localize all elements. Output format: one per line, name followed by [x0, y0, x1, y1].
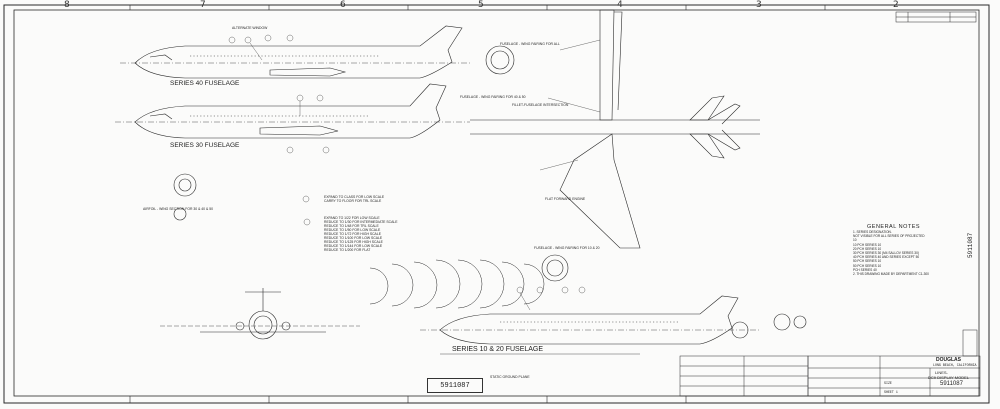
note-line: 1. SERIES DESIGNATION.	[853, 230, 892, 234]
zone-label: 2	[893, 0, 899, 10]
drawing-title-line: LINES-	[935, 370, 948, 375]
fuselage-section-arcs	[369, 259, 545, 309]
note-line: 30 PCH SERIES 30 (M4 SALLOV SERIES 30)	[853, 251, 919, 256]
note-line: 50 PCH SERIES 10	[853, 263, 882, 268]
callout-engine-note-2: CARRY TO FLOOR FOR TRL SCALE	[324, 199, 382, 203]
general-notes-heading: GENERAL NOTES	[867, 224, 921, 230]
drawing-number-titleblock: 5911087	[940, 381, 963, 387]
general-notes: GENERAL NOTES 1. SERIES DESIGNATION. NOT…	[853, 224, 933, 276]
zone-label: 4	[617, 0, 623, 10]
series-10-20-fuselage	[420, 295, 807, 355]
drawing-title-line: DC9 DISPLAY MODEL	[928, 375, 969, 380]
callout-airfoil-note: AIRFOIL - WING SECTION FOR 30 & 40 & 50	[143, 207, 213, 211]
inner-border	[13, 9, 980, 397]
scale-line: REDUCE TO 1/30 FOR INTERMEDIATE SCALE	[324, 220, 398, 224]
note-line: 10	[853, 238, 857, 243]
scale-line: REDUCE TO 1/144 FOR LOW SCALE	[324, 244, 383, 248]
note-line: 2. THIS DRAWING MADE BY DEPARTMENT C1-30…	[853, 272, 929, 277]
company-location: LONG BEACH, CALIFORNIA	[933, 363, 977, 367]
zone-label: 5	[478, 0, 484, 10]
series-30-fuselage	[115, 83, 470, 139]
scale-reduction-list: EXPAND TO 1/22 FOR LOW SCALE REDUCE TO 1…	[324, 216, 397, 252]
note-line: 50 PCH SERIES 10	[853, 259, 882, 264]
series-10-20-title: SERIES 10 & 20 FUSELAGE	[452, 346, 544, 353]
callout-wing-fairing-40: FUSELAGE - WING FAIRING FOR 40 & 50	[460, 95, 526, 99]
drawing-number-stamp: 5911087	[427, 378, 483, 393]
callout-static-ground-plane: STATIC GROUND PLANE	[490, 375, 530, 379]
zone-label: 7	[200, 0, 206, 10]
scale-line: REDUCE TO 1/48 FOR TRL SCALE	[324, 224, 379, 228]
zone-label: 3	[756, 0, 762, 10]
scale-line: REDUCE TO 1/100 FOR LOW SCALE	[324, 236, 383, 240]
callout-engine-note-1: EXPAND TO CLASS FOR LOW SCALE	[324, 195, 385, 199]
note-line: NOT VISIBLE FOR ALL SERIES OF PROJECTED	[853, 234, 925, 239]
note-line: PCH SERIES 40	[853, 267, 877, 272]
note-line: 40 PCH SERIES 40 AND SERIES EXCEPT 50	[853, 255, 920, 260]
callout-leaders	[228, 34, 601, 311]
size-cell: SIZE	[884, 381, 892, 385]
scale-line: REDUCE TO 1/200 FOR FLAT	[324, 248, 371, 252]
series-40-fuselage	[120, 25, 470, 79]
company-name: DOUGLAS	[936, 357, 961, 363]
callout-flat-engine: FLAT FORWARD ENGINE	[545, 197, 586, 201]
zone-label: 6	[340, 0, 346, 10]
note-line: 10 PCH SERIES 10	[853, 242, 882, 247]
note-line: 20 PCH SERIES 10	[853, 246, 882, 251]
scale-line: REDUCE TO 1/72 FOR HIGH SCALE	[324, 232, 381, 236]
drawing-number-side: 5911087	[967, 232, 974, 258]
front-view	[160, 288, 360, 340]
sheet-cell: SHEET 1	[884, 390, 898, 394]
callout-wing-fairing-10: FUSELAGE - WING FAIRING FOR 10 & 20	[534, 246, 600, 250]
zone-label: 8	[64, 0, 70, 10]
callout-alternate-window: ALTERNATE WINDOW	[232, 26, 268, 30]
callout-fillet-intersection: FILLET-FUSELAGE INTERSECTION	[512, 103, 569, 107]
series-40-title: SERIES 40 FUSELAGE	[170, 80, 240, 87]
scale-line: REDUCE TO 1/50 FOR LOW SCALE	[324, 228, 381, 232]
series-30-title: SERIES 30 FUSELAGE	[170, 142, 240, 149]
scale-line: REDUCE TO 1/125 FOR HIGH SCALE	[324, 240, 383, 244]
plan-view-airframe	[173, 9, 760, 282]
outer-border	[3, 4, 990, 404]
title-block	[679, 11, 981, 397]
scale-line: EXPAND TO 1/22 FOR LOW SCALE	[324, 216, 380, 220]
callout-wing-fairing-all: FUSELAGE - WING FAIRING FOR ALL	[500, 42, 560, 46]
